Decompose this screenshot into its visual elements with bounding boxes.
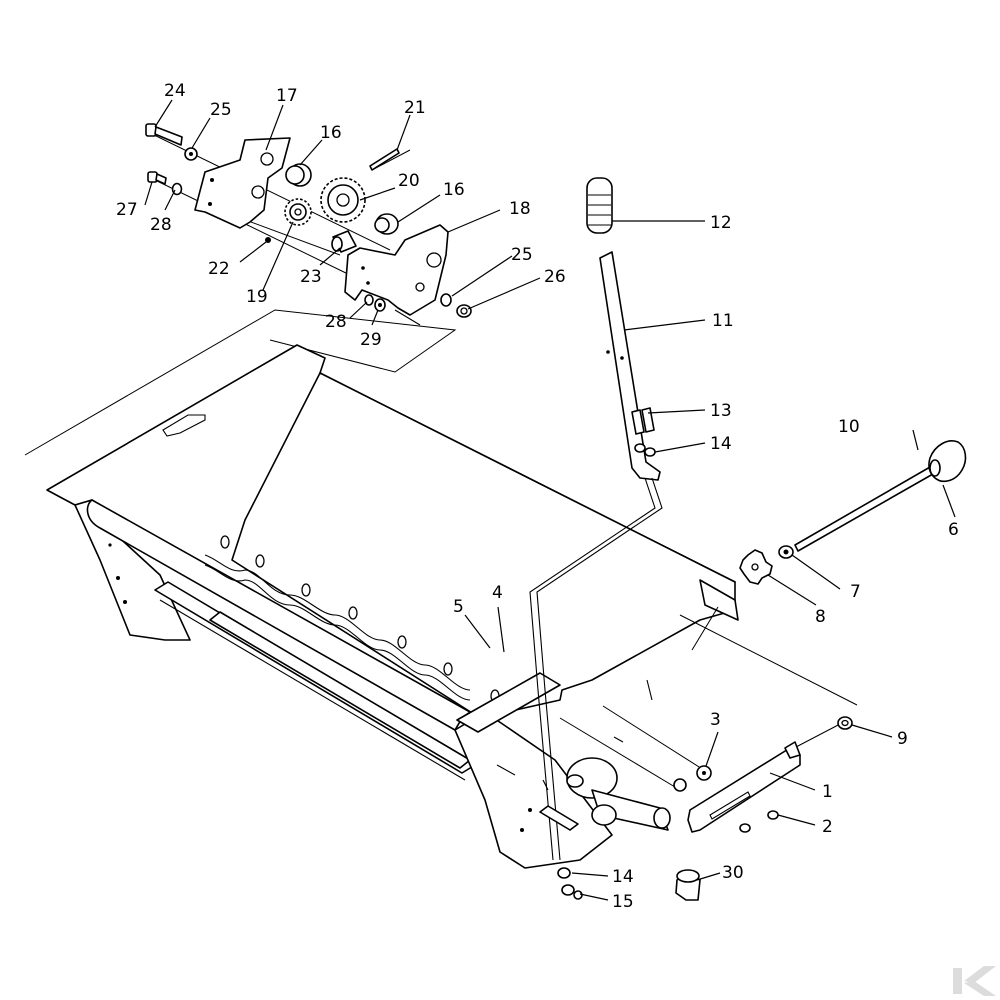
bolt-13b <box>641 407 655 433</box>
agitator-rollers <box>204 554 471 701</box>
callout-29: 29 <box>360 330 382 350</box>
washer-3b <box>673 778 687 792</box>
callout-28a: 28 <box>150 215 172 235</box>
lever-arm-11 <box>599 251 661 481</box>
callout-26: 26 <box>544 267 566 287</box>
right-side-bracket <box>699 579 739 621</box>
nut-14c <box>557 867 571 879</box>
callout-18: 18 <box>509 199 531 219</box>
brand-logo-icon <box>953 966 996 996</box>
gearbox-assembly <box>24 123 472 456</box>
bolt-13a <box>631 409 645 435</box>
bushing-23 <box>331 230 357 253</box>
right-end-plate <box>454 711 613 869</box>
callout-20: 20 <box>398 171 420 191</box>
handle-grip-12 <box>586 177 613 234</box>
callout-14b: 14 <box>612 867 634 887</box>
callout-30: 30 <box>722 863 744 883</box>
callout-3: 3 <box>710 710 721 730</box>
gearbox-region-outline <box>24 309 457 456</box>
callout-13: 13 <box>710 401 732 421</box>
callout-22: 22 <box>208 259 230 279</box>
leader-lines <box>144 99 956 901</box>
callout-16a: 16 <box>320 123 342 143</box>
hole-row <box>220 535 500 703</box>
gear-19 <box>284 198 312 226</box>
hopper-assembly <box>46 344 739 869</box>
bearing-16a <box>285 163 312 187</box>
callout-19: 19 <box>246 287 268 307</box>
callout-23: 23 <box>300 267 322 287</box>
right-top-bracket <box>456 672 561 733</box>
bushing-30 <box>675 869 701 901</box>
bracket-17 <box>194 137 291 229</box>
callout-10: 10 <box>838 417 860 437</box>
callout-6: 6 <box>948 520 959 540</box>
gear-20 <box>320 177 366 223</box>
callout-11: 11 <box>712 311 734 331</box>
callout-12: 12 <box>710 213 732 233</box>
bolt-24 <box>145 123 183 146</box>
callout-2: 2 <box>822 817 833 837</box>
callout-24: 24 <box>164 81 186 101</box>
shaft-hub <box>539 757 671 831</box>
bearing-16b <box>374 213 399 235</box>
bolt-27 <box>147 171 167 185</box>
lever-assembly <box>529 177 663 900</box>
top-slot <box>162 414 206 437</box>
callout-5: 5 <box>453 597 464 617</box>
connecting-rod <box>536 477 663 861</box>
rate-bracket-1 <box>687 741 801 833</box>
callout-15: 15 <box>612 892 634 912</box>
short-shaft <box>539 805 579 831</box>
callouts: 1 2 3 4 5 6 7 8 9 10 11 12 13 14 14 15 1… <box>116 81 959 912</box>
callout-17: 17 <box>276 86 298 106</box>
callout-1: 1 <box>822 782 833 802</box>
callout-7: 7 <box>850 582 861 602</box>
callout-14a: 14 <box>710 434 732 454</box>
callout-16b: 16 <box>443 180 465 200</box>
callout-28b: 28 <box>325 312 347 332</box>
callout-9: 9 <box>897 729 908 749</box>
rate-control <box>539 429 967 901</box>
callout-27: 27 <box>116 200 138 220</box>
nut-22 <box>265 237 271 243</box>
screw-2 <box>767 810 779 820</box>
pin-21 <box>369 148 400 171</box>
callout-4: 4 <box>492 583 503 603</box>
callout-21: 21 <box>404 98 426 118</box>
washer-25b <box>440 293 452 307</box>
callout-25a: 25 <box>210 100 232 120</box>
nut-14a <box>634 443 646 453</box>
star-knob-8 <box>739 549 773 585</box>
callout-8: 8 <box>815 607 826 627</box>
adjuster-rod-6 <box>794 440 967 552</box>
bracket-18 <box>344 224 449 316</box>
nut-15 <box>561 884 575 896</box>
callout-25b: 25 <box>511 245 533 265</box>
nut-14b <box>644 447 656 457</box>
